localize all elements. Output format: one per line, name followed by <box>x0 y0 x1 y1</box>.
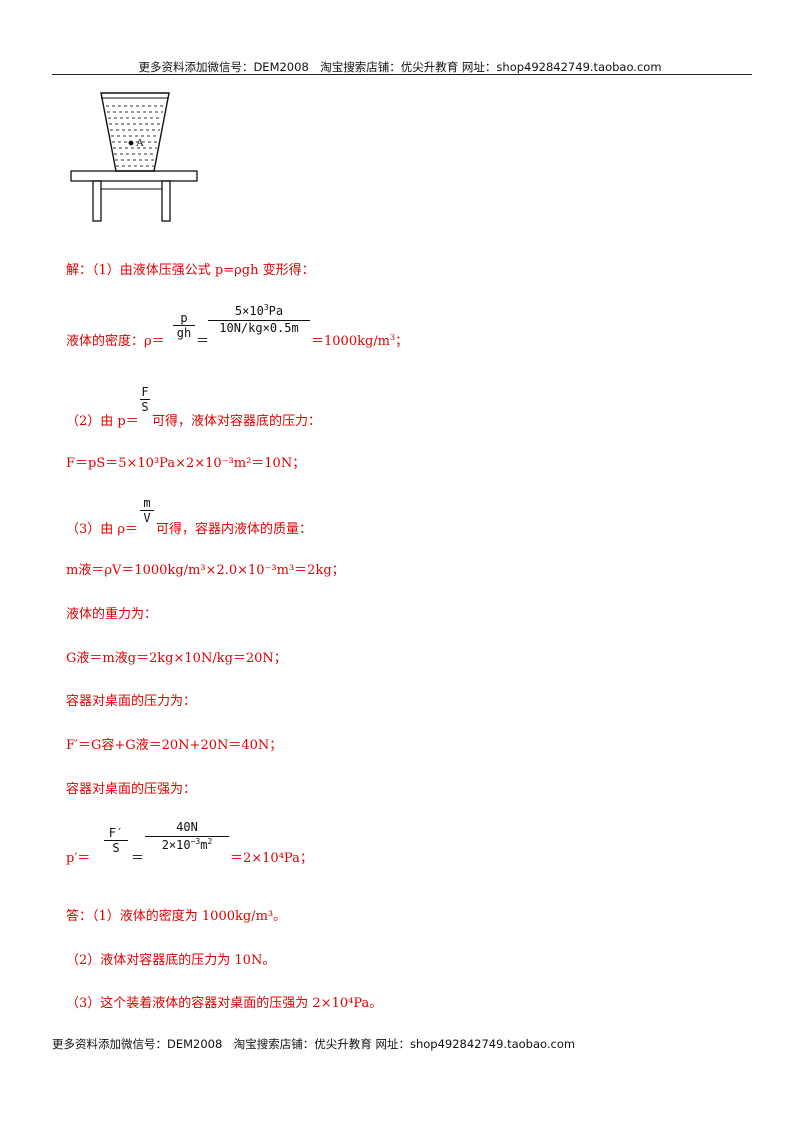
point-a-label: A <box>136 137 144 149</box>
page-header: 更多资料添加微信号：DEM2008 淘宝搜索店铺：优尖升教育 网址：shop49… <box>138 60 662 74</box>
gravity-calc: G液＝m液g＝2kg×10N/kg＝20N； <box>66 651 287 666</box>
page-footer: 更多资料添加微信号：DEM2008 淘宝搜索店铺：优尖升教育 网址：shop49… <box>52 1037 576 1051</box>
pressure-result: ＝2×10⁴Pa； <box>230 851 313 866</box>
force-calc: F＝pS＝5×10³Pa×2×10⁻³m²＝10N； <box>66 456 306 471</box>
answer-1: 答：（1）液体的密度为 1000kg/m³。 <box>66 909 287 924</box>
table-force-heading: 容器对桌面的压力为： <box>66 694 197 709</box>
step2-prefix: （2）由 p＝ <box>66 414 139 429</box>
table-pressure-heading: 容器对桌面的压强为： <box>66 782 197 797</box>
header-rule <box>52 74 752 75</box>
fraction-f-prime-over-s: F′S <box>104 826 128 855</box>
container-on-table-figure: A <box>70 92 198 222</box>
answer-2: （2）液体对容器底的压力为 10N。 <box>66 953 276 968</box>
table-force-calc: F′＝G容+G液＝20N+20N＝40N； <box>66 738 283 753</box>
pressure-prefix: p′＝ <box>66 851 91 866</box>
gravity-heading: 液体的重力为： <box>66 607 158 622</box>
density-result: ＝1000kg/m3； <box>311 333 409 349</box>
step2-suffix: 可得，液体对容器底的压力： <box>152 414 322 429</box>
step3-suffix: 可得，容器内液体的质量： <box>156 522 313 537</box>
density-prefix: 液体的密度：ρ＝ <box>66 334 165 349</box>
step3-prefix: （3）由 ρ＝ <box>66 522 139 537</box>
solution-line-1: 解：（1）由液体压强公式 p=ρgh 变形得： <box>66 263 315 278</box>
mass-calc: m液＝ρV＝1000kg/m³×2.0×10⁻³m³＝2kg； <box>66 563 345 578</box>
answer-3: （3）这个装着液体的容器对桌面的压强为 2×10⁴Pa。 <box>66 996 383 1011</box>
